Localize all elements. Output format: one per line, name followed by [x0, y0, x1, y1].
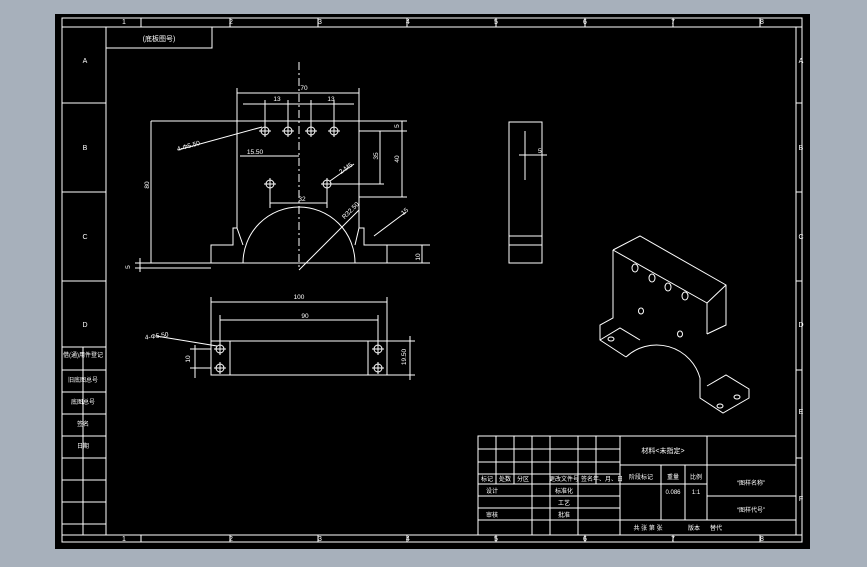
- side-view[interactable]: [508, 121, 547, 264]
- col-marker-bottom: 8: [760, 536, 764, 543]
- row-marker-left: A: [83, 58, 88, 65]
- col-marker-top: 6: [583, 19, 587, 26]
- row-marker-right: B: [799, 145, 804, 152]
- side-label: 旧底图总号: [68, 376, 98, 384]
- check-label: 审核: [486, 511, 498, 519]
- dim-15-50: 15.50: [247, 149, 264, 156]
- col-marker-bottom: 7: [671, 536, 675, 543]
- row-marker-right: D: [798, 322, 803, 329]
- row-label: 分区: [517, 475, 529, 483]
- row-label: 年、月、日: [593, 475, 623, 483]
- corner-label: (底板图号): [143, 34, 176, 43]
- row-label: 更改文件号: [549, 475, 579, 483]
- outer-border: [61, 17, 803, 543]
- side-label: 借(通)用件登记: [63, 351, 103, 359]
- row-marker-right: F: [799, 496, 803, 503]
- col-marker-bottom: 1: [122, 536, 126, 543]
- top-dim-10: 10: [185, 355, 192, 363]
- row-label: 处数: [499, 475, 511, 483]
- col-marker-top: 4: [406, 19, 410, 26]
- row-marker-left: B: [83, 145, 88, 152]
- dim-70: 70: [300, 85, 308, 92]
- col-marker-top: 2: [229, 19, 233, 26]
- weight-label: 重量: [667, 473, 679, 481]
- col-marker-bottom: 3: [318, 536, 322, 543]
- row-label: 签名: [581, 475, 593, 483]
- top-dim-hole: 4-Φ5.50: [145, 331, 170, 341]
- dim-15: 15: [400, 207, 410, 217]
- col-marker-bottom: 2: [229, 536, 233, 543]
- col-marker-bottom: 6: [583, 536, 587, 543]
- dim-10: 10: [415, 253, 422, 261]
- side-table: [62, 346, 106, 535]
- dim-40: 40: [394, 155, 401, 163]
- replace-label: 替代: [710, 524, 722, 532]
- col-marker-bottom: 5: [494, 536, 498, 543]
- col-marker-top: 7: [671, 19, 675, 26]
- side-label: 底图总号: [71, 398, 95, 406]
- dim-13: 13: [273, 96, 281, 103]
- version-label: 版本: [688, 524, 700, 532]
- top-dim-90: 90: [301, 313, 309, 320]
- design-label: 设计: [486, 487, 498, 495]
- process-label: 工艺: [558, 499, 570, 507]
- col-marker-top: 1: [122, 19, 126, 26]
- side-label: 日期: [77, 442, 89, 450]
- top-dim-100: 100: [294, 294, 305, 301]
- dim-35: 35: [373, 152, 380, 160]
- drawing-code: “图样代号”: [737, 506, 765, 514]
- dim-5b: 5: [125, 265, 132, 269]
- top-view[interactable]: [155, 297, 415, 380]
- col-marker-top: 3: [318, 19, 322, 26]
- title-block: [477, 435, 797, 536]
- side-dim-5: 5: [538, 148, 542, 155]
- top-dim-19-50: 19.50: [401, 348, 408, 365]
- scale-label: 比例: [690, 473, 702, 481]
- front-view[interactable]: [135, 62, 430, 272]
- row-marker-left: C: [82, 234, 87, 241]
- drawing-name: “图样名称”: [737, 479, 765, 487]
- row-label: 标记: [481, 475, 493, 483]
- approve-label: 批准: [558, 511, 570, 519]
- standard-label: 标准化: [555, 487, 573, 495]
- col-marker-top: 5: [494, 19, 498, 26]
- col-marker-top: 8: [760, 19, 764, 26]
- dim-13: 13: [327, 96, 335, 103]
- col-marker-bottom: 4: [406, 536, 410, 543]
- row-marker-left: D: [82, 322, 87, 329]
- row-marker-right: C: [798, 234, 803, 241]
- scale-value: 1:1: [692, 490, 701, 496]
- sheet-label: 共 张 第 张: [633, 524, 662, 532]
- dim-5: 5: [394, 124, 401, 128]
- material-label: 材料<未指定>: [641, 446, 684, 455]
- side-label: 签名: [77, 420, 89, 428]
- isometric-view[interactable]: [599, 235, 750, 414]
- drawing-background: [55, 14, 810, 549]
- weight-value: 0.086: [665, 490, 681, 496]
- corner-code-box: [105, 26, 213, 49]
- stage-label: 阶段标记: [629, 473, 653, 481]
- row-marker-right: A: [799, 58, 804, 65]
- dim-80: 80: [144, 181, 151, 189]
- dim-32: 32: [298, 196, 306, 203]
- row-marker-right: E: [799, 409, 804, 416]
